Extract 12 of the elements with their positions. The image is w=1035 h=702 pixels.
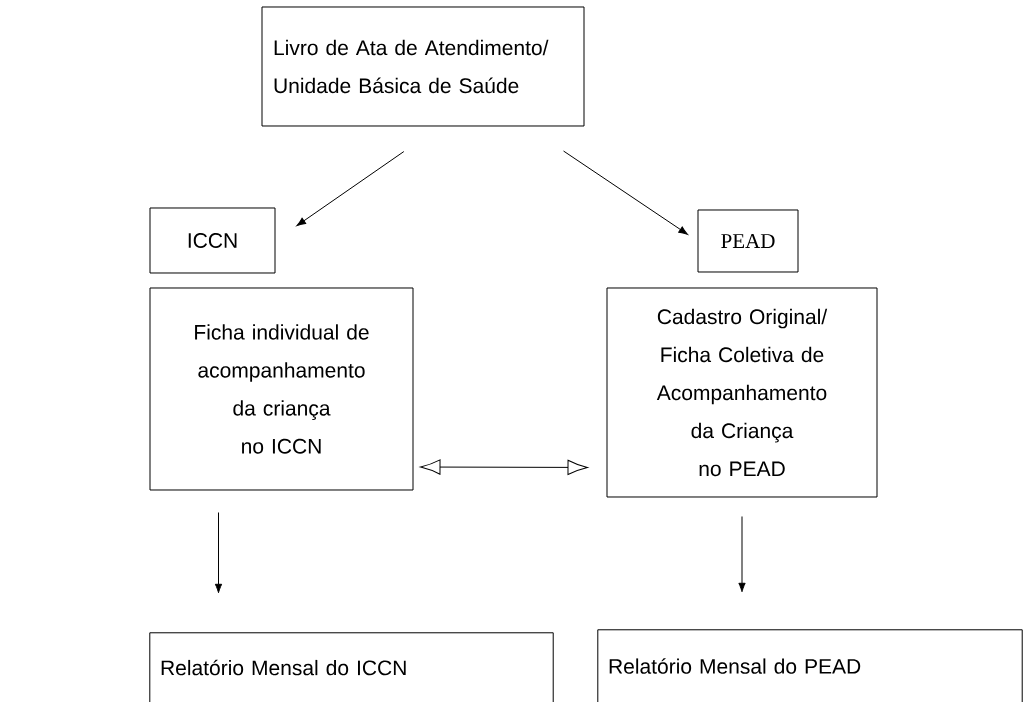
process-box: Livro de Ata de Atendimento/ Unidade Básica de Saúde bbox=[261, 6, 585, 127]
report-box: Relatório Mensal do ICCN bbox=[149, 632, 554, 702]
arrow bbox=[214, 512, 223, 594]
arrow bbox=[738, 516, 746, 593]
arrow bbox=[296, 151, 405, 227]
arrow bbox=[563, 150, 688, 235]
process-box: Cadastro Original/ Ficha Coletiva de Acompanhamento da Criança no PEAD bbox=[606, 287, 878, 498]
process-box: ICCN bbox=[149, 207, 276, 274]
process-box: PEAD bbox=[697, 209, 799, 273]
process-box: Ficha individual de acompanhamento da criança no ICCN bbox=[149, 287, 414, 491]
report-box: Relatório Mensal do PEAD bbox=[597, 629, 1023, 702]
arrow bbox=[420, 459, 588, 476]
